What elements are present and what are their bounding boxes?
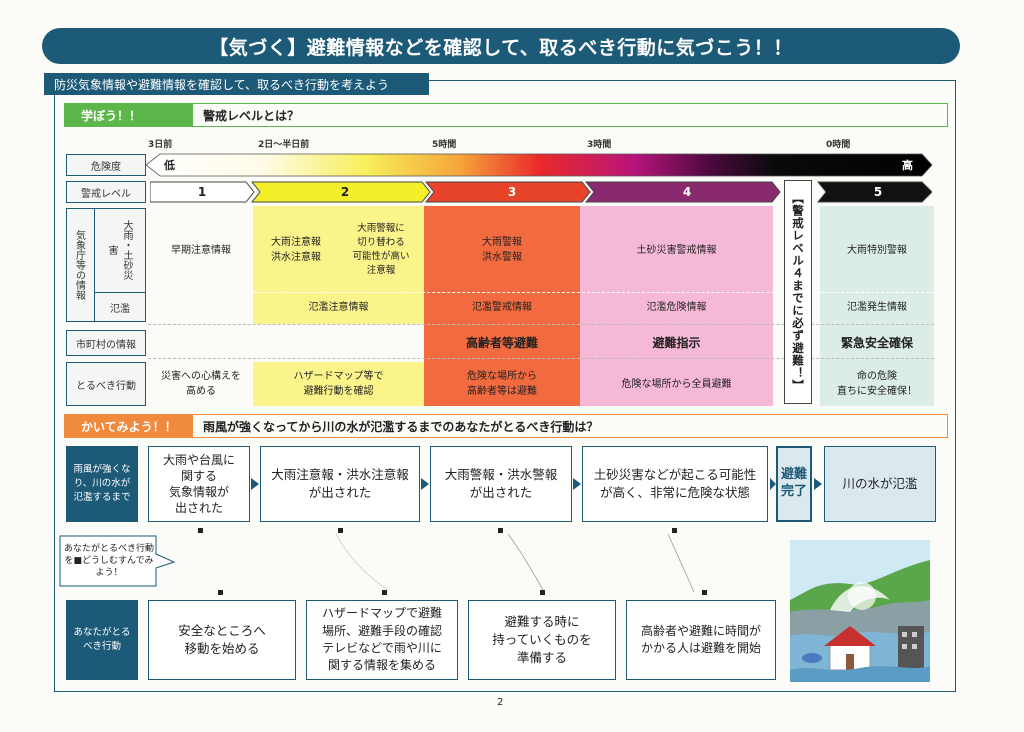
agency-label: 気象庁等の情報 [73,230,85,300]
level-2-column [253,206,424,324]
answers-row-label: あなたがとるべき行動 [66,600,138,680]
rain-info-l3: 大雨警報 洪水警報 [482,237,522,263]
city-info-l5: 緊急安全確保 [840,335,913,350]
page-number: 2 [497,697,504,708]
hint-text: あなたがとるべき行動を■どうしむすんでみよう！ [63,543,154,579]
level-3: 3 [507,185,517,199]
flood-info-l5: 氾濫発生情報 [847,301,907,313]
city-row-label: 市町村の情報 [66,330,146,356]
danger-gradient-arrow [146,153,932,177]
connector-dot [702,590,707,595]
answer-2: ハザードマップで避難 場所、避難手段の確認 テレビなどで雨や川に 関する情報を集… [306,600,458,680]
main-frame [54,80,956,692]
connector-dot [540,590,545,595]
danger-high: 高 [902,159,913,172]
write-tag: かいてみよう！！ [65,415,193,437]
timeline-label: 3日前 [148,140,173,150]
action-l4: 危険な場所から全員避難 [621,378,732,390]
rain-info-l2a: 大雨注意報 洪水注意報 [271,237,321,263]
danger-row-label: 危険度 [66,154,146,176]
city-info-l3: 高齢者等避難 [465,335,538,350]
divider [94,208,95,322]
level-4: 4 [682,185,692,199]
level-arrows [150,181,932,203]
level-4-column [580,206,773,406]
timeline-label: 3時間 [587,140,612,150]
action-l5: 命の危険 直ちに安全確保！ [837,371,917,397]
rain-info-l5: 大雨特別警報 [847,244,907,256]
timeline-label: 2日〜半日前 [258,140,310,150]
write-section-bar: かいてみよう！！ 雨風が強くなってから川の水が氾濫するまでのあなたがとるべき行動… [64,414,948,438]
level-2-action-bg [253,362,424,406]
rain-info-l4: 土砂災害警戒情報 [636,244,717,256]
action-l2: ハザードマップ等で 避難行動を確認 [293,371,384,397]
rain-label: 大雨・土砂災害 [106,220,132,280]
step-3: 大雨警報・洪水警報 が出された [430,446,572,522]
learn-heading: 警戒レベルとは？ [203,108,300,123]
step-river-flood: 川の水が氾濫 [824,446,936,522]
connector-dot [218,590,223,595]
step-2: 大雨注意報・洪水注意報 が出された [260,446,420,522]
step-4: 土砂災害などが起こる可能性 が高く、非常に危険な状態 [582,446,768,522]
page-title: 【気づく】避難情報などを確認して、取るべき行動に気づこう！！ [42,28,960,64]
answer-4: 高齢者や避難に時間が かかる人は避難を開始 [626,600,776,680]
step-1: 大雨や台風に 関する 気象情報が 出された [148,446,250,522]
write-heading: 雨風が強くなってから川の水が氾濫するまでのあなたがとるべき行動は？ [203,419,599,434]
action-l1: 災害への心構えを 高める [161,371,241,397]
level-2: 2 [340,185,350,199]
flood-label: 氾濫 [110,303,130,315]
connector-dot [382,590,387,595]
action-row-label: とるべき行動 [66,362,146,406]
level-5-column [820,206,934,406]
row-separator [148,292,934,293]
divider [94,292,146,293]
row-separator [148,358,934,359]
rain-info-l2b: 大雨警報に 切り替わる 可能性が高い 注意報 [352,222,410,277]
steps-row-label: 雨風が強くなり、川の水が氾濫するまで [66,446,138,522]
flood-info-l2: 氾濫注意情報 [308,301,369,313]
row-separator [148,324,934,325]
level-3-column [424,206,580,406]
level-5: 5 [873,185,883,199]
flood-illustration [790,540,930,682]
timeline-label: 0時間 [826,140,851,150]
action-l3: 危険な場所から 高齢者等は避難 [467,371,537,397]
connector-dot [198,528,203,533]
step-arrows [251,478,822,490]
flood-info-l4: 氾濫危険情報 [646,301,707,313]
level-1: 1 [197,185,207,199]
vertical-evacuate-note: 【警戒レベル４までに必ず避難！】 [784,180,812,404]
agency-row-label [66,208,146,322]
learn-section-bar: 学ぼう！！ 警戒レベルとは？ [64,103,948,127]
connector-dot [498,528,503,533]
flood-info-l3: 氾濫警戒情報 [472,301,532,313]
timeline-label: 5時間 [432,140,457,150]
answer-3: 避難する時に 持っていくものを 準備する [468,600,616,680]
danger-low: 低 [164,159,175,172]
learn-tag: 学ぼう！！ [65,104,193,126]
hint-bubble [59,535,176,587]
connector-dot [338,528,343,533]
city-info-l4: 避難指示 [652,335,701,350]
step-evacuation-complete: 避難 完了 [776,446,812,522]
connector-dot [672,528,677,533]
answer-1: 安全なところへ 移動を始める [148,600,296,680]
rain-info-l1: 早期注意情報 [171,244,231,256]
level-row-label: 警戒レベル [66,181,146,203]
pencil-marks [335,533,695,593]
page-subtitle: 防災気象情報や避難情報を確認して、取るべき行動を考えよう [44,73,429,95]
